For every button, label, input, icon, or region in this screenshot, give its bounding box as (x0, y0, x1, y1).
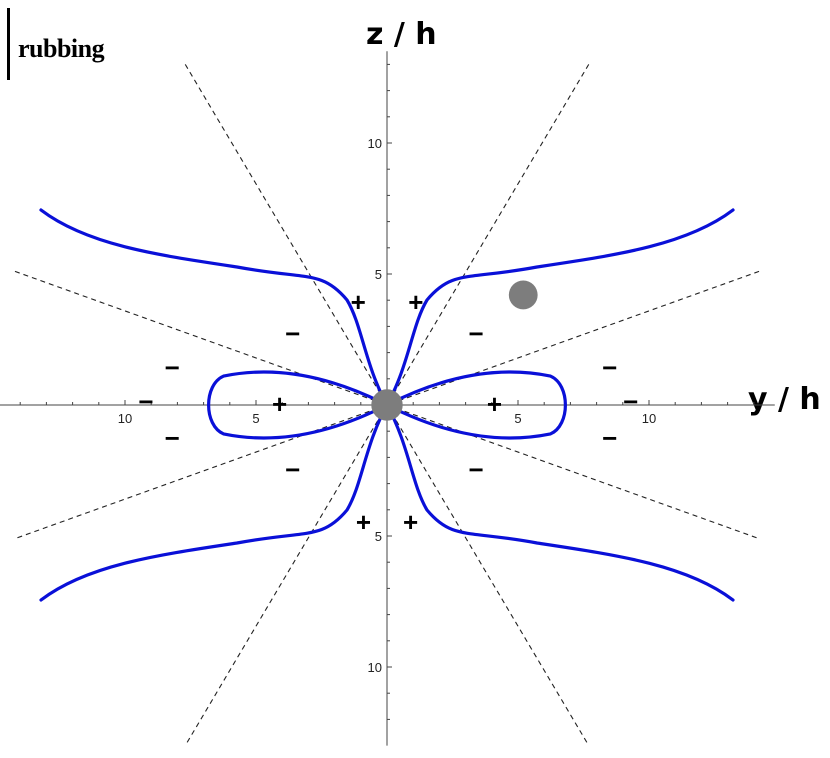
y-tick-label: 5 (252, 411, 259, 426)
dashed-lines-group (14, 64, 760, 746)
y-tick-label: 5 (514, 411, 521, 426)
dashed-line-0 (184, 64, 590, 746)
sign-marker-2: − (285, 318, 300, 348)
z-tick-label: 10 (368, 660, 382, 675)
lobe-curve-0 (385, 370, 567, 440)
branch-curve-lower-left (39, 403, 389, 602)
sign-marker-14: + (356, 507, 371, 537)
sign-marker-9: + (487, 389, 502, 419)
branch-curve-upper-left (39, 208, 389, 407)
dot-0 (371, 389, 403, 421)
sign-marker-3: − (468, 318, 483, 348)
y-axis-title: y / h (748, 382, 821, 417)
z-tick-label: 10 (368, 136, 382, 151)
y-tick-label: 10 (118, 411, 132, 426)
sign-marker-13: − (468, 455, 483, 485)
dashed-line-1 (184, 64, 590, 746)
corner-bar (7, 8, 10, 80)
signs-group: ++−−−−−−++−−−−++ (138, 287, 638, 537)
z-axis-title: z / h (366, 17, 437, 52)
sign-marker-12: − (285, 455, 300, 485)
corner-label: rubbing (18, 34, 105, 63)
z-tick-label: 5 (375, 267, 382, 282)
dot-1 (508, 280, 538, 310)
dashed-line-3 (14, 270, 760, 540)
dots-group (371, 280, 538, 421)
sign-marker-4: − (165, 352, 180, 382)
lobe-curve-1 (207, 370, 389, 440)
sign-marker-7: − (623, 386, 638, 416)
sign-marker-15: + (403, 507, 418, 537)
sign-marker-1: + (408, 287, 423, 317)
z-tick-label: 5 (375, 529, 382, 544)
sign-marker-8: + (272, 389, 287, 419)
sign-marker-11: − (602, 423, 617, 453)
branch-curve-upper-right (385, 208, 735, 407)
y-tick-label: 10 (642, 411, 656, 426)
curves-group (39, 208, 735, 602)
sign-marker-5: − (602, 352, 617, 382)
dashed-line-2 (14, 270, 760, 540)
sign-marker-0: + (351, 287, 366, 317)
sign-marker-10: − (165, 423, 180, 453)
branch-curve-lower-right (385, 403, 735, 602)
sign-marker-6: − (138, 386, 153, 416)
